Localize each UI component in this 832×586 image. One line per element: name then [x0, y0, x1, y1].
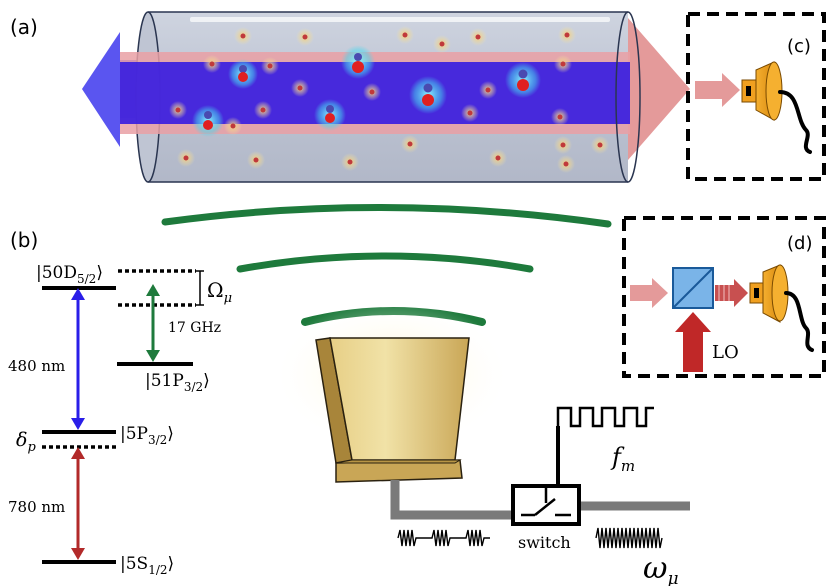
probe-arrow-head	[628, 18, 690, 160]
continuous-signal-icon	[595, 527, 663, 549]
coupling-arrow-head	[82, 32, 120, 147]
probe-transition-arrow	[71, 447, 85, 560]
signal-arrow-d	[630, 278, 668, 308]
panel-label-c: (c)	[787, 36, 811, 57]
ground-state-atoms	[169, 26, 609, 173]
probe-detuning-label: δp	[16, 429, 36, 455]
detection-arrow-c	[695, 73, 740, 107]
vapor-cell-right-end	[615, 11, 641, 183]
combined-beam-arrow	[715, 279, 748, 307]
local-oscillator-arrow	[675, 312, 711, 372]
panel-label-a: (a)	[10, 15, 38, 39]
coupling-transition-arrow	[71, 288, 85, 430]
photodetector-d-icon	[749, 264, 814, 352]
level-50d-label: |50D5/2⟩	[36, 263, 103, 286]
panel-label-b: (b)	[10, 228, 38, 252]
level-51p-label: |51P3/2⟩	[145, 371, 210, 394]
microwave-wavefront-2	[236, 252, 534, 273]
panel-d-frame	[622, 216, 826, 378]
panel-label-d: (d)	[787, 233, 812, 254]
waveguide-cable	[390, 480, 530, 520]
microwave-transition-arrow	[146, 284, 160, 362]
panel-c-frame	[686, 12, 826, 181]
square-wave-icon	[556, 406, 654, 428]
local-oscillator-label: LO	[712, 342, 739, 363]
microwave-frequency-label: 17 GHz	[168, 320, 221, 336]
beam-splitter-icon	[672, 267, 714, 309]
rabi-splitting-label: Ωμ	[207, 278, 232, 306]
switch-icon	[511, 484, 581, 526]
level-5p-label: |5P3/2⟩	[120, 424, 174, 447]
rydberg-atoms	[192, 45, 541, 137]
coupling-wavelength-label: 480 nm	[8, 357, 65, 375]
pulsed-signal-icon	[397, 529, 490, 547]
microwave-omega-label: ωμ	[643, 551, 679, 586]
modulation-frequency-label: fm	[610, 443, 635, 475]
level-5s-label: |5S1/2⟩	[120, 554, 174, 577]
photodetector-c-icon	[741, 61, 812, 154]
switch-label: switch	[518, 533, 571, 552]
probe-wavelength-label: 780 nm	[8, 498, 65, 516]
horn-antenna-icon	[315, 337, 470, 483]
microwave-wavefront-1	[161, 204, 612, 228]
